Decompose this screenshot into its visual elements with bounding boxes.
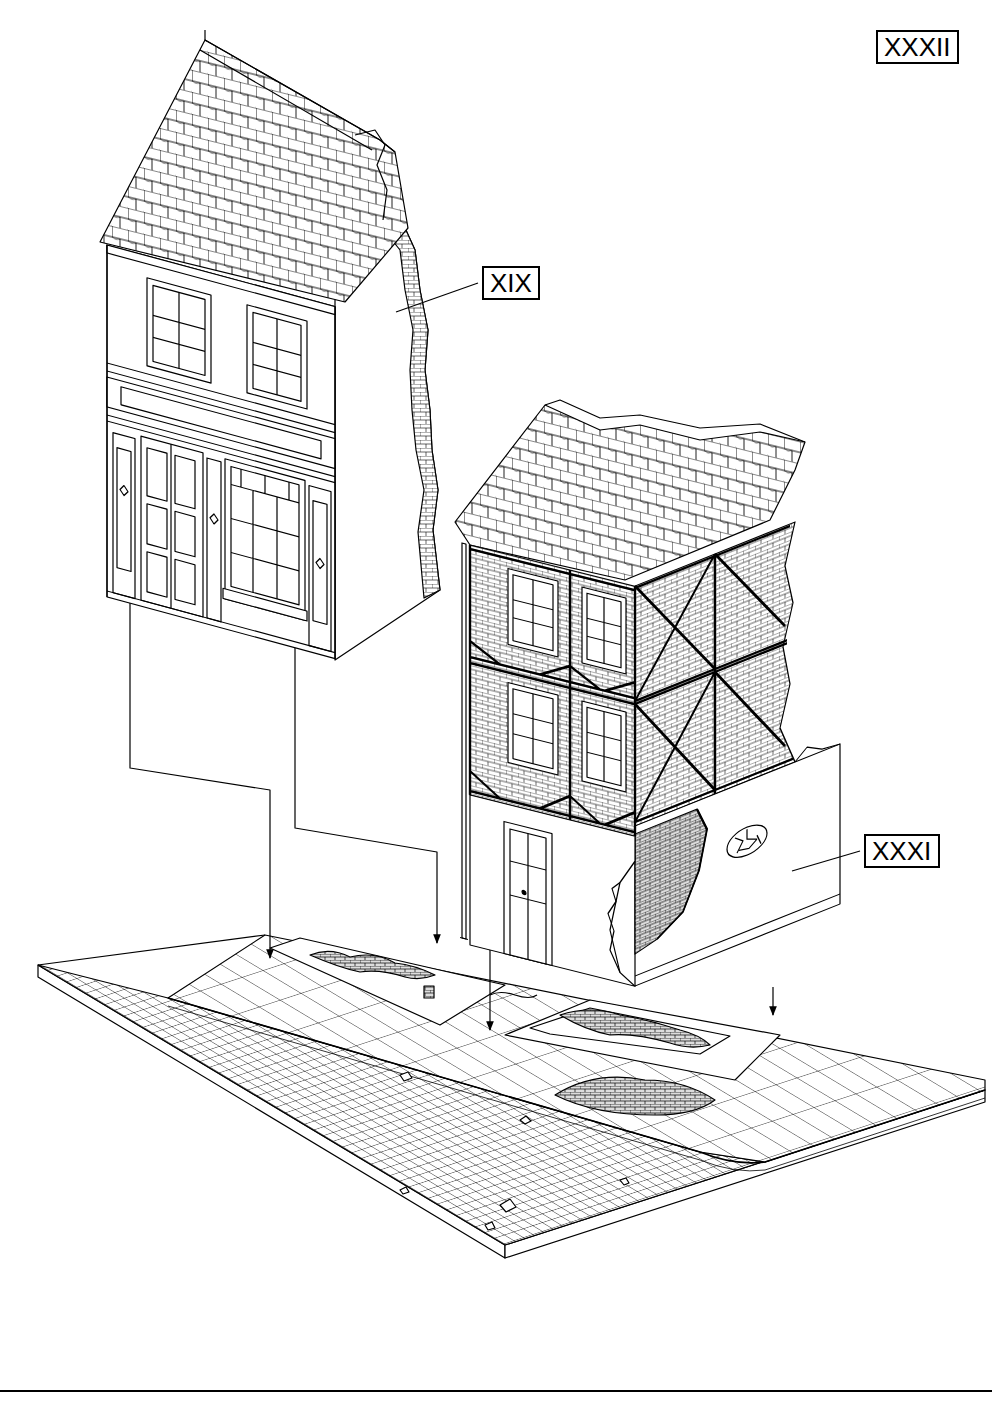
step-number: XIX <box>490 269 532 297</box>
step-label-box: XXXI <box>864 834 940 868</box>
step-number: XXXII <box>884 33 951 61</box>
step-number: XXXI <box>872 837 932 865</box>
step-label-box: XIX <box>482 266 540 300</box>
step-label-box: XXXII <box>876 30 959 64</box>
